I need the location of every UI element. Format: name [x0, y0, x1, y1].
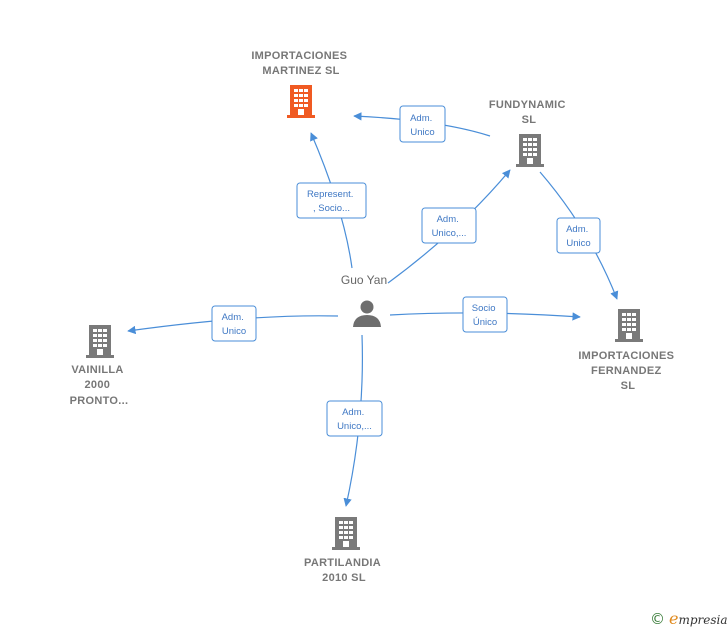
building-icon	[86, 325, 114, 358]
company-label: PARTILANDIA 2010 SL	[304, 557, 384, 584]
company-label-line-2: SL	[522, 114, 537, 126]
company-label-line-3: PRONTO...	[70, 395, 129, 407]
company-label-line-2: 2010 SL	[322, 572, 366, 584]
edge-label-line-1: Adm.	[566, 224, 588, 235]
company-node-vainilla[interactable]: VAINILLA 2000 PRONTO...	[70, 325, 129, 407]
edge-label-line-1: Adm.	[437, 214, 459, 225]
building-icon	[332, 517, 360, 550]
copyright-symbol: ©	[650, 610, 665, 628]
building-icon	[615, 309, 643, 342]
company-label: IMPORTACIONES MARTINEZ SL	[251, 50, 350, 77]
company-label-line-2: MARTINEZ SL	[262, 65, 339, 77]
edge-label-line-1: Adm.	[342, 407, 364, 418]
edge-guo-to-vainilla[interactable]: Adm. Unico	[127, 305, 339, 342]
edge-label-line-2: Unico	[222, 326, 246, 337]
building-icon	[516, 134, 544, 167]
edge-label-line-2: Unico	[566, 238, 590, 249]
edge-label-line-2: Unico,...	[432, 228, 467, 239]
edge-label-line-2: Único	[473, 317, 497, 328]
person-icon	[353, 300, 381, 327]
edge-guo-to-fundynamic[interactable]: Adm. Unico,...	[387, 169, 511, 284]
company-label-line-1: IMPORTACIONES	[251, 50, 347, 62]
edge-label-line-1: Adm.	[222, 312, 244, 323]
company-label-line-1: PARTILANDIA	[304, 557, 381, 569]
edge-label: Adm. Unico,...	[432, 214, 467, 239]
edge-label-line-1: Socio	[472, 303, 496, 314]
brand-initial: e	[669, 609, 678, 628]
company-label: IMPORTACIONES FERNANDEZ SL	[578, 350, 677, 392]
edge-label: Represent. , Socio...	[307, 189, 356, 214]
edge-label: Socio Único	[472, 303, 498, 328]
company-label-line-2: FERNANDEZ	[591, 365, 662, 377]
building-icon	[287, 85, 315, 118]
edge-guo-to-martinez[interactable]: Represent. , Socio...	[296, 132, 367, 269]
company-node-fundynamic[interactable]: FUNDYNAMIC SL	[489, 99, 569, 167]
company-label-line-1: VAINILLA	[71, 364, 123, 376]
edge-label: Adm. Unico	[222, 312, 247, 337]
edge-fundynamic-to-martinez[interactable]: Adm. Unico	[353, 105, 491, 143]
edge-fundynamic-to-fernandez[interactable]: Adm. Unico	[539, 171, 619, 300]
edge-guo-to-fernandez[interactable]: Socio Único	[389, 296, 581, 333]
footer-brand: © empresia	[650, 609, 728, 628]
edge-label: Adm. Unico	[410, 113, 435, 138]
edge-label-line-1: Adm.	[410, 113, 432, 124]
company-label-line-1: FUNDYNAMIC	[489, 99, 566, 111]
brand-wordmark: empresia	[669, 609, 728, 628]
person-node-guo-yan[interactable]: Guo Yan	[341, 273, 387, 327]
company-label-line-1: IMPORTACIONES	[578, 350, 674, 362]
brand-rest: mpresia	[678, 613, 727, 627]
edge-label: Adm. Unico	[566, 224, 591, 249]
edge-label-line-2: Unico,...	[337, 421, 372, 432]
company-node-partilandia[interactable]: PARTILANDIA 2010 SL	[304, 517, 384, 584]
company-node-importaciones-fernandez[interactable]: IMPORTACIONES FERNANDEZ SL	[578, 309, 677, 392]
company-label: VAINILLA 2000 PRONTO...	[70, 364, 129, 407]
company-node-importaciones-martinez[interactable]: IMPORTACIONES MARTINEZ SL	[251, 50, 350, 118]
edge-label: Adm. Unico,...	[337, 407, 372, 432]
edge-label-line-1: Represent.	[307, 189, 353, 200]
edge-label-line-2: Unico	[410, 127, 434, 138]
company-label-line-2: 2000	[84, 379, 110, 391]
edge-guo-to-partilandia[interactable]: Adm. Unico,...	[326, 334, 383, 507]
edge-label-line-2: , Socio...	[313, 203, 350, 214]
company-label: FUNDYNAMIC SL	[489, 99, 569, 126]
company-label-line-3: SL	[621, 380, 636, 392]
person-name: Guo Yan	[341, 273, 387, 287]
